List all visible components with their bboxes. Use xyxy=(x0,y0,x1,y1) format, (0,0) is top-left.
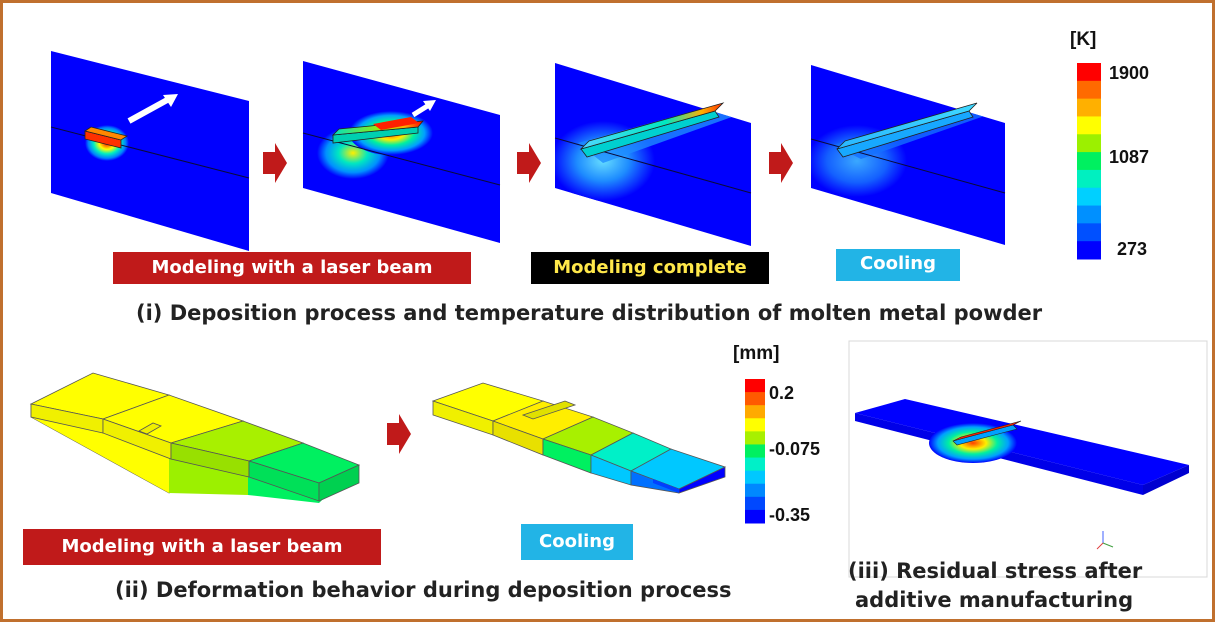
displacement-colorbar-swatch xyxy=(745,418,765,432)
displacement-tick-max: 0.2 xyxy=(769,383,795,403)
temperature-colorbar-swatch xyxy=(1077,187,1101,207)
section-iii-caption: (iii) Residual stress after additive man… xyxy=(848,557,1148,615)
temperature-unit-label: [K] xyxy=(1070,29,1097,50)
displacement-unit-label: [mm] xyxy=(733,343,780,364)
section-ii-caption: (ii) Deformation behavior during deposit… xyxy=(115,578,732,602)
section-i-caption: (i) Deposition process and temperature d… xyxy=(136,301,1043,325)
stage-label-laser: Modeling with a laser beam xyxy=(113,252,471,284)
temperature-colorbar-swatch xyxy=(1077,98,1101,117)
process-arrow-2 xyxy=(517,143,541,183)
temperature-tick-max: 1900 xyxy=(1109,63,1150,83)
temperature-colorbar-swatch xyxy=(1077,205,1101,224)
displacement-colorbar-swatch xyxy=(745,444,765,459)
section-iii-caption-line-2: additive manufacturing xyxy=(855,588,1134,612)
displacement-colorbar-swatch xyxy=(745,457,765,472)
process-arrow-3 xyxy=(769,143,793,183)
deformation-block-1 xyxy=(29,372,361,503)
temperature-colorbar-swatch xyxy=(1077,169,1101,189)
residual-stress-plate xyxy=(848,340,1208,578)
temperature-colorbar-swatch xyxy=(1077,80,1101,100)
displacement-colorbar xyxy=(745,379,765,524)
temperature-panel-3 xyxy=(554,63,752,246)
process-arrow-1 xyxy=(263,143,287,183)
temperature-colorbar-swatch xyxy=(1077,63,1101,82)
displacement-colorbar-swatch xyxy=(745,470,765,485)
displacement-colorbar-swatch xyxy=(745,431,765,445)
temperature-colorbar-swatch xyxy=(1077,223,1101,242)
displacement-colorbar-swatch xyxy=(745,509,765,524)
deformation-block-2 xyxy=(431,382,727,494)
temperature-colorbar-swatch xyxy=(1077,116,1101,135)
figure-graphics xyxy=(29,51,1208,578)
section-iii-caption-line-1: (iii) Residual stress after xyxy=(848,559,1143,583)
stage-label-cooling: Cooling xyxy=(836,249,960,281)
deformation-label-cooling: Cooling xyxy=(521,524,633,560)
displacement-tick-mid: -0.075 xyxy=(769,439,821,459)
temperature-tick-min: 273 xyxy=(1117,239,1148,259)
displacement-colorbar-swatch xyxy=(745,483,765,498)
temperature-colorbar-swatch xyxy=(1077,152,1101,171)
stage-label-complete: Modeling complete xyxy=(531,252,769,284)
deformation-label-laser: Modeling with a laser beam xyxy=(23,529,381,565)
process-arrow-4 xyxy=(387,414,411,454)
displacement-colorbar-swatch xyxy=(745,496,765,511)
displacement-colorbar-swatch xyxy=(745,405,765,419)
displacement-tick-min: -0.35 xyxy=(769,505,811,525)
temperature-panel-1 xyxy=(50,51,250,251)
temperature-colorbar-swatch xyxy=(1077,134,1101,153)
displacement-colorbar-swatch xyxy=(745,392,765,406)
temperature-panel-4 xyxy=(810,65,1006,245)
temperature-panel-2 xyxy=(302,61,501,243)
temperature-tick-mid: 1087 xyxy=(1109,147,1150,167)
temperature-colorbar-swatch xyxy=(1077,241,1101,260)
temperature-colorbar xyxy=(1077,63,1101,260)
displacement-colorbar-swatch xyxy=(745,379,765,393)
